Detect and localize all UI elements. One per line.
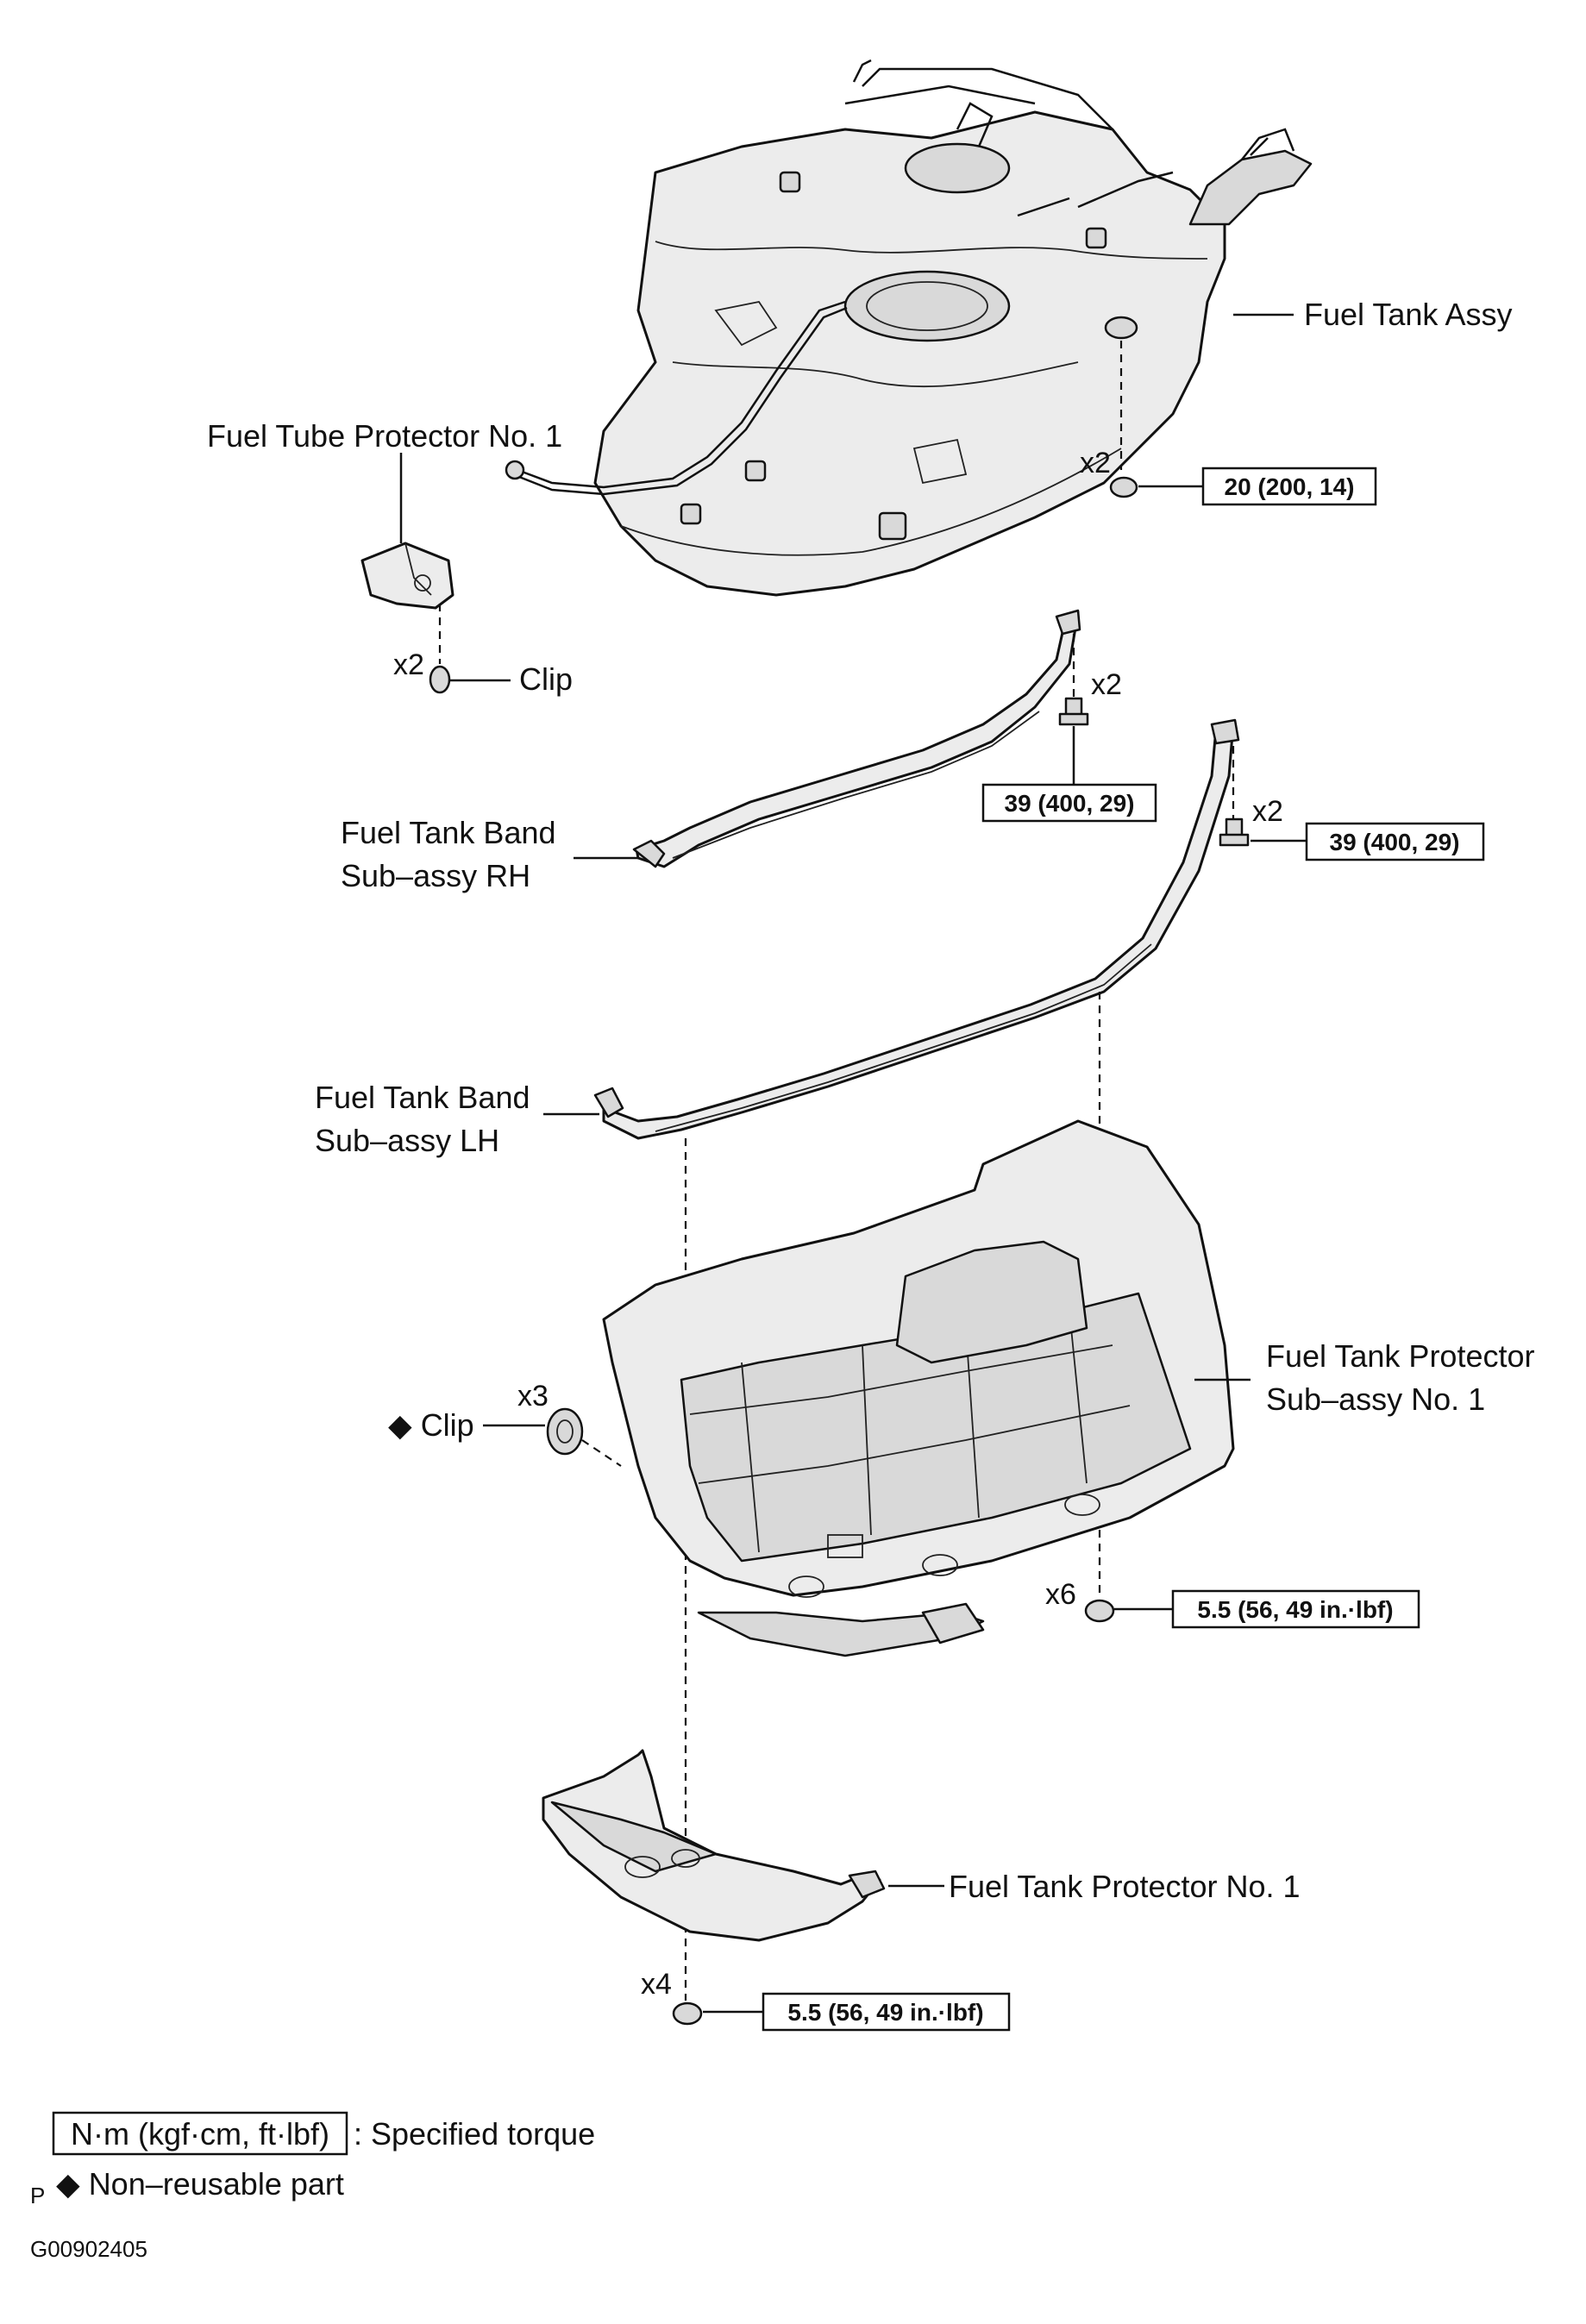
torque-box-tank <box>1201 467 1377 506</box>
legend-torque-desc: : Specified torque <box>354 2116 595 2152</box>
protector-no1-nut <box>672 1992 1011 2032</box>
legend-non-reusable: ◆ Non–reusable part <box>56 2166 344 2202</box>
torque-band-rh: 39 (400, 29) <box>1005 790 1135 817</box>
torque-protector-no1: 5.5 (56, 49 in.·lbf) <box>787 1999 983 2026</box>
torque-box-band-lh <box>1305 822 1485 861</box>
fuel-tank-protector-sub-assy-part <box>602 1119 1235 1657</box>
fuel-tank-assy-part <box>505 59 1313 597</box>
torque-box-protector-sub <box>1171 1589 1420 1629</box>
band-rh-bolt <box>981 634 1157 823</box>
legend-p-mark: P <box>30 2183 45 2208</box>
band-lh-bolt <box>1219 746 1485 861</box>
qty-band-rh-bolt: x2 <box>1091 668 1122 701</box>
torque-tank: 20 (200, 14) <box>1225 473 1355 500</box>
protector-sub-nut <box>1084 1589 1420 1629</box>
fuel-tank-protector-no1-part <box>542 1749 886 1942</box>
legend-torque-unit: N·m (kgf·cm, ft·lbf) <box>71 2116 329 2152</box>
qty-band-lh-bolt: x2 <box>1252 795 1283 828</box>
label-band-lh-line2: Sub–assy LH <box>315 1123 499 1158</box>
fuel-tank-band-lh-part <box>593 718 1240 1140</box>
fuel-tank-band-rh-part <box>632 609 1081 868</box>
qty-protector-nut: x6 <box>1045 1578 1076 1611</box>
legend-torque-box <box>52 2111 348 2156</box>
fuel-tube-protector-part <box>360 453 511 694</box>
tank-mounting-nut <box>1109 341 1377 506</box>
qty-protector-no1-nut: x4 <box>641 1968 672 2001</box>
label-non-reusable-clip: ◆ Clip <box>388 1407 474 1443</box>
label-protector-sub-line2: Sub–assy No. 1 <box>1266 1381 1485 1417</box>
qty-protector-clip: x3 <box>517 1380 549 1413</box>
label-protector-sub-line1: Fuel Tank Protector <box>1266 1338 1534 1374</box>
qty-tank-nut: x2 <box>1080 447 1111 479</box>
legend: N·m (kgf·cm, ft·lbf) : Specified torque … <box>30 2111 595 2262</box>
torque-box-band-rh <box>981 783 1157 823</box>
torque-box-protector-no1 <box>762 1992 1011 2032</box>
label-protector-no1: Fuel Tank Protector No. 1 <box>949 1869 1301 1904</box>
label-clip: Clip <box>519 661 573 697</box>
label-band-rh-line1: Fuel Tank Band <box>341 815 556 850</box>
label-fuel-tube-protector: Fuel Tube Protector No. 1 <box>207 418 562 454</box>
figure-id: G00902405 <box>30 2236 147 2262</box>
label-band-rh-line2: Sub–assy RH <box>341 858 530 893</box>
torque-protector-sub: 5.5 (56, 49 in.·lbf) <box>1197 1596 1393 1623</box>
label-band-lh-line1: Fuel Tank Band <box>315 1080 530 1115</box>
torque-band-lh: 39 (400, 29) <box>1330 829 1460 855</box>
label-fuel-tank-assy: Fuel Tank Assy <box>1304 297 1512 332</box>
qty-tube-clip: x2 <box>393 648 424 681</box>
protector-clip <box>483 1407 622 1467</box>
